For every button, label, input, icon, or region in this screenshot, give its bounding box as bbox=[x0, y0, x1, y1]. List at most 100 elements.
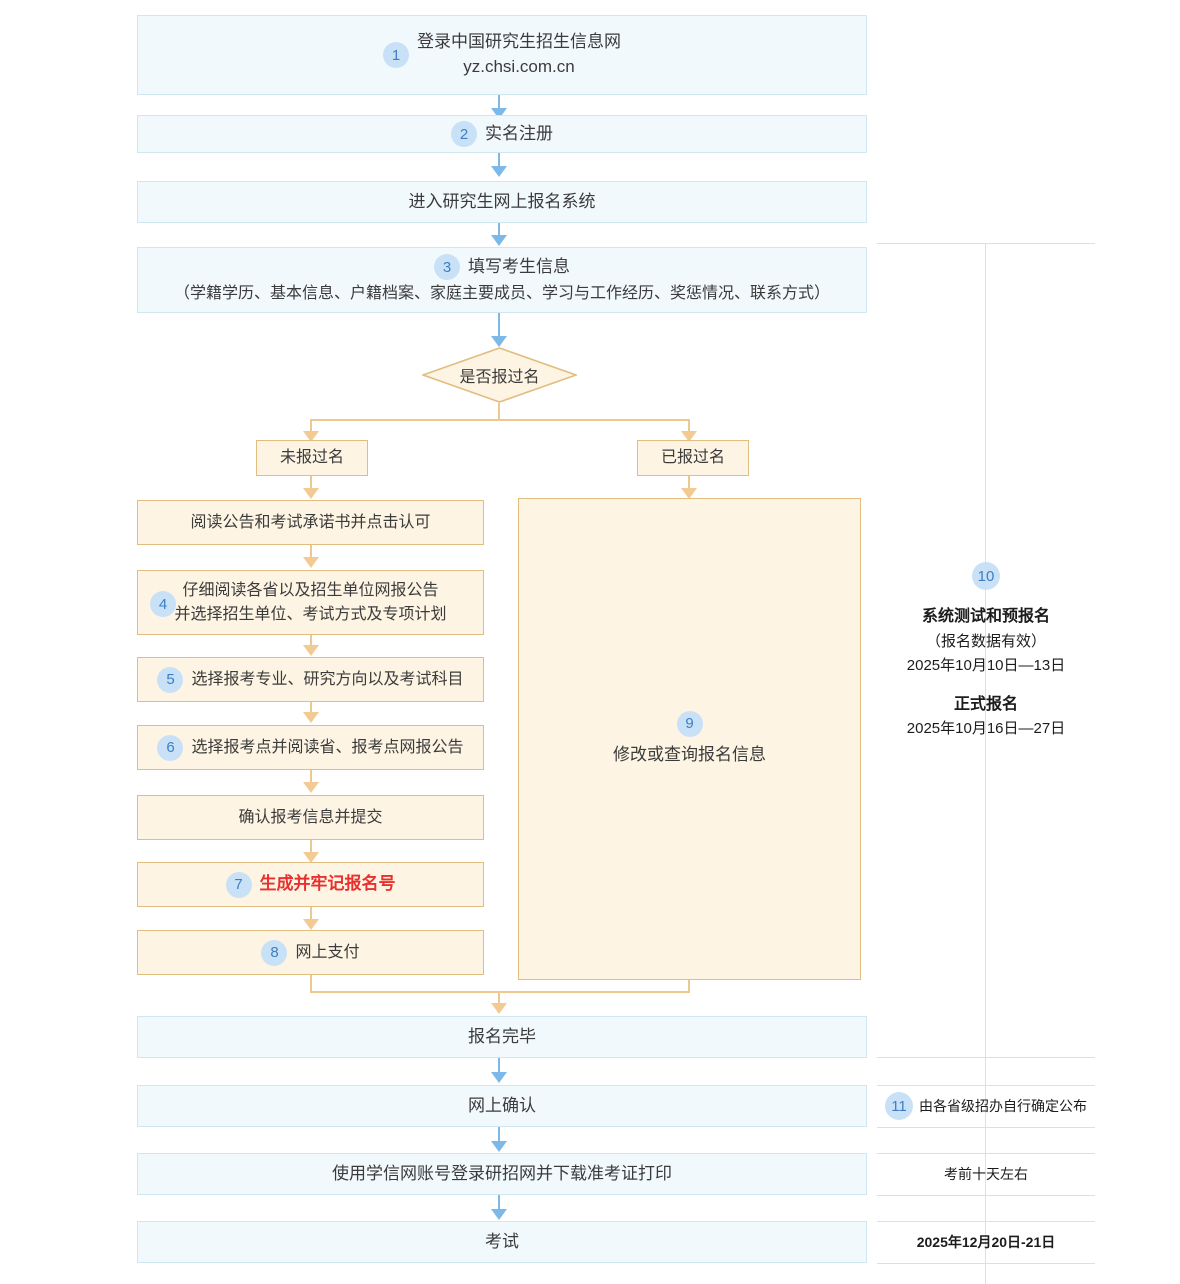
arrowhead-bf-1-2 bbox=[491, 1141, 507, 1152]
node-step-8-label: 网上支付 bbox=[295, 943, 360, 961]
node-branch-registered: 已报过名 bbox=[637, 440, 749, 476]
arrowhead-1-2 bbox=[491, 108, 507, 119]
timeline-row-exam-prep: 考前十天左右 bbox=[877, 1153, 1095, 1195]
node-decision: 是否报过名 bbox=[422, 347, 577, 403]
node-step-4-line1: 仔细阅读各省以及招生单位网报公告 bbox=[182, 582, 439, 600]
arrowhead-right-branch-down bbox=[681, 488, 697, 499]
node-step-3: 3 填写考生信息 （学籍学历、基本信息、户籍档案、家庭主要成员、学习与工作经历、… bbox=[137, 247, 867, 313]
connector-merge-down bbox=[498, 991, 500, 1005]
node-step-6-label: 选择报考点并阅读省、报考点网报公告 bbox=[191, 738, 464, 756]
node-step-7: 7 生成并牢记报名号 bbox=[137, 862, 484, 907]
connector-lb-4-5 bbox=[310, 840, 312, 854]
connector-lb-5-6 bbox=[310, 907, 312, 921]
node-download-admit-card-label: 使用学信网账号登录研招网并下载准考证打印 bbox=[332, 1163, 672, 1183]
connector-lb-3-4 bbox=[310, 770, 312, 784]
node-step-2-label: 实名注册 bbox=[485, 123, 553, 143]
timeline-rule-r3-top bbox=[877, 1153, 1095, 1154]
connector-2-3 bbox=[498, 153, 500, 168]
arrowhead-lb-5-6 bbox=[303, 919, 319, 930]
node-enter-system-label: 进入研究生网上报名系统 bbox=[408, 191, 596, 211]
node-step-9: 9 修改或查询报名信息 bbox=[518, 498, 861, 980]
connector-bf-1-2 bbox=[498, 1127, 500, 1143]
node-step-3-line1: 填写考生信息 bbox=[468, 257, 570, 277]
badge-9: 9 bbox=[676, 710, 703, 737]
badge-1: 1 bbox=[383, 42, 409, 68]
arrowhead-decision-right bbox=[681, 431, 697, 442]
badge-8: 8 bbox=[261, 939, 288, 966]
node-registration-complete-label: 报名完毕 bbox=[468, 1026, 536, 1046]
arrowhead-bf-0-1 bbox=[491, 1072, 507, 1083]
node-step-4-line2: 并选择招生单位、考试方式及专项计划 bbox=[174, 605, 447, 623]
node-online-confirmation: 网上确认 bbox=[137, 1085, 867, 1127]
badge-6: 6 bbox=[157, 734, 184, 761]
timeline-row-exam-date: 2025年12月20日-21日 bbox=[877, 1221, 1095, 1263]
node-step-8: 8 网上支付 bbox=[137, 930, 484, 975]
badge-7: 7 bbox=[225, 871, 252, 898]
badge-4: 4 bbox=[150, 591, 176, 617]
node-exam-label: 考试 bbox=[485, 1231, 519, 1251]
timeline-vertical-rule bbox=[985, 243, 986, 1284]
arrowhead-decision-left bbox=[303, 431, 319, 442]
timeline-rule-r2-top bbox=[877, 1085, 1095, 1086]
timeline-row-11: 11 由各省级招办自行确定公布 bbox=[877, 1085, 1095, 1127]
timeline-row-11-label: 由各省级招办自行确定公布 bbox=[919, 1097, 1087, 1114]
timeline-rule-r4-bottom bbox=[877, 1263, 1095, 1264]
connector-decision-left bbox=[310, 419, 312, 433]
arrowhead-lb-3-4 bbox=[303, 782, 319, 793]
arrowhead-merge-down bbox=[491, 1003, 507, 1014]
node-read-announcement: 阅读公告和考试承诺书并点击认可 bbox=[137, 500, 484, 545]
connector-3-decision bbox=[498, 313, 500, 338]
badge-10: 10 bbox=[972, 562, 1000, 590]
timeline-step-10-title2: 正式报名 bbox=[953, 695, 1018, 713]
node-branch-not-registered: 未报过名 bbox=[256, 440, 368, 476]
arrowhead-2-3 bbox=[491, 166, 507, 177]
timeline-row-exam-prep-label: 考前十天左右 bbox=[944, 1165, 1028, 1182]
arrowhead-sys-3 bbox=[491, 235, 507, 246]
connector-decision-stem bbox=[498, 403, 500, 421]
arrowhead-3-decision bbox=[491, 336, 507, 347]
timeline-step-10-title1: 系统测试和预报名 bbox=[921, 608, 1050, 625]
diamond-shape-icon bbox=[422, 347, 577, 403]
connector-merge-right-stem bbox=[688, 980, 690, 993]
timeline-rule-r3-bottom bbox=[877, 1195, 1095, 1196]
connector-merge-bar bbox=[310, 991, 690, 993]
node-confirm-submit-label: 确认报考信息并提交 bbox=[238, 808, 383, 826]
timeline-step-10-date1: 2025年10月10日—13日 bbox=[906, 656, 1066, 674]
connector-sys-3 bbox=[498, 223, 500, 237]
connector-bf-2-3 bbox=[498, 1195, 500, 1211]
badge-2: 2 bbox=[451, 121, 477, 147]
arrowhead-bf-2-3 bbox=[491, 1209, 507, 1220]
node-decision-label: 是否报过名 bbox=[459, 369, 540, 386]
timeline-rule-top bbox=[877, 243, 1095, 244]
node-step-1-line1: 登录中国研究生招生信息网 bbox=[417, 32, 621, 52]
timeline-step-10-sub1: （报名数据有效） bbox=[925, 632, 1046, 650]
node-registration-complete: 报名完毕 bbox=[137, 1016, 867, 1058]
connector-lb-2-3 bbox=[310, 702, 312, 714]
timeline-row-exam-date-label: 2025年12月20日-21日 bbox=[916, 1233, 1056, 1250]
node-step-3-line2: （学籍学历、基本信息、户籍档案、家庭主要成员、学习与工作经历、奖惩情况、联系方式… bbox=[173, 285, 830, 303]
badge-11: 11 bbox=[885, 1092, 913, 1120]
arrowhead-lb-4-5 bbox=[303, 852, 319, 863]
node-step-5-label: 选择报考专业、研究方向以及考试科目 bbox=[191, 670, 464, 688]
connector-decision-split bbox=[311, 419, 689, 421]
node-step-5: 5 选择报考专业、研究方向以及考试科目 bbox=[137, 657, 484, 702]
arrowhead-lb-1-2 bbox=[303, 645, 319, 656]
connector-bf-0-1 bbox=[498, 1058, 500, 1074]
timeline-rule-r4-top bbox=[877, 1221, 1095, 1222]
node-step-2: 2 实名注册 bbox=[137, 115, 867, 153]
connector-lb-1-2 bbox=[310, 635, 312, 647]
timeline-step-10-date2: 2025年10月16日—27日 bbox=[906, 720, 1066, 738]
timeline-rule-r1-bottom bbox=[877, 1057, 1095, 1058]
node-download-admit-card: 使用学信网账号登录研招网并下载准考证打印 bbox=[137, 1153, 867, 1195]
node-read-announcement-label: 阅读公告和考试承诺书并点击认可 bbox=[190, 513, 431, 531]
arrowhead-lb-0-1 bbox=[303, 557, 319, 568]
node-step-4: 4 仔细阅读各省以及招生单位网报公告 并选择招生单位、考试方式及专项计划 bbox=[137, 570, 484, 635]
node-step-1-line2: yz.chsi.com.cn bbox=[463, 57, 575, 76]
node-confirm-submit: 确认报考信息并提交 bbox=[137, 795, 484, 840]
node-branch-not-registered-label: 未报过名 bbox=[279, 449, 344, 467]
connector-1-2 bbox=[498, 95, 500, 110]
node-step-6: 6 选择报考点并阅读省、报考点网报公告 bbox=[137, 725, 484, 770]
arrowhead-left-branch-down bbox=[303, 488, 319, 499]
node-exam: 考试 bbox=[137, 1221, 867, 1263]
